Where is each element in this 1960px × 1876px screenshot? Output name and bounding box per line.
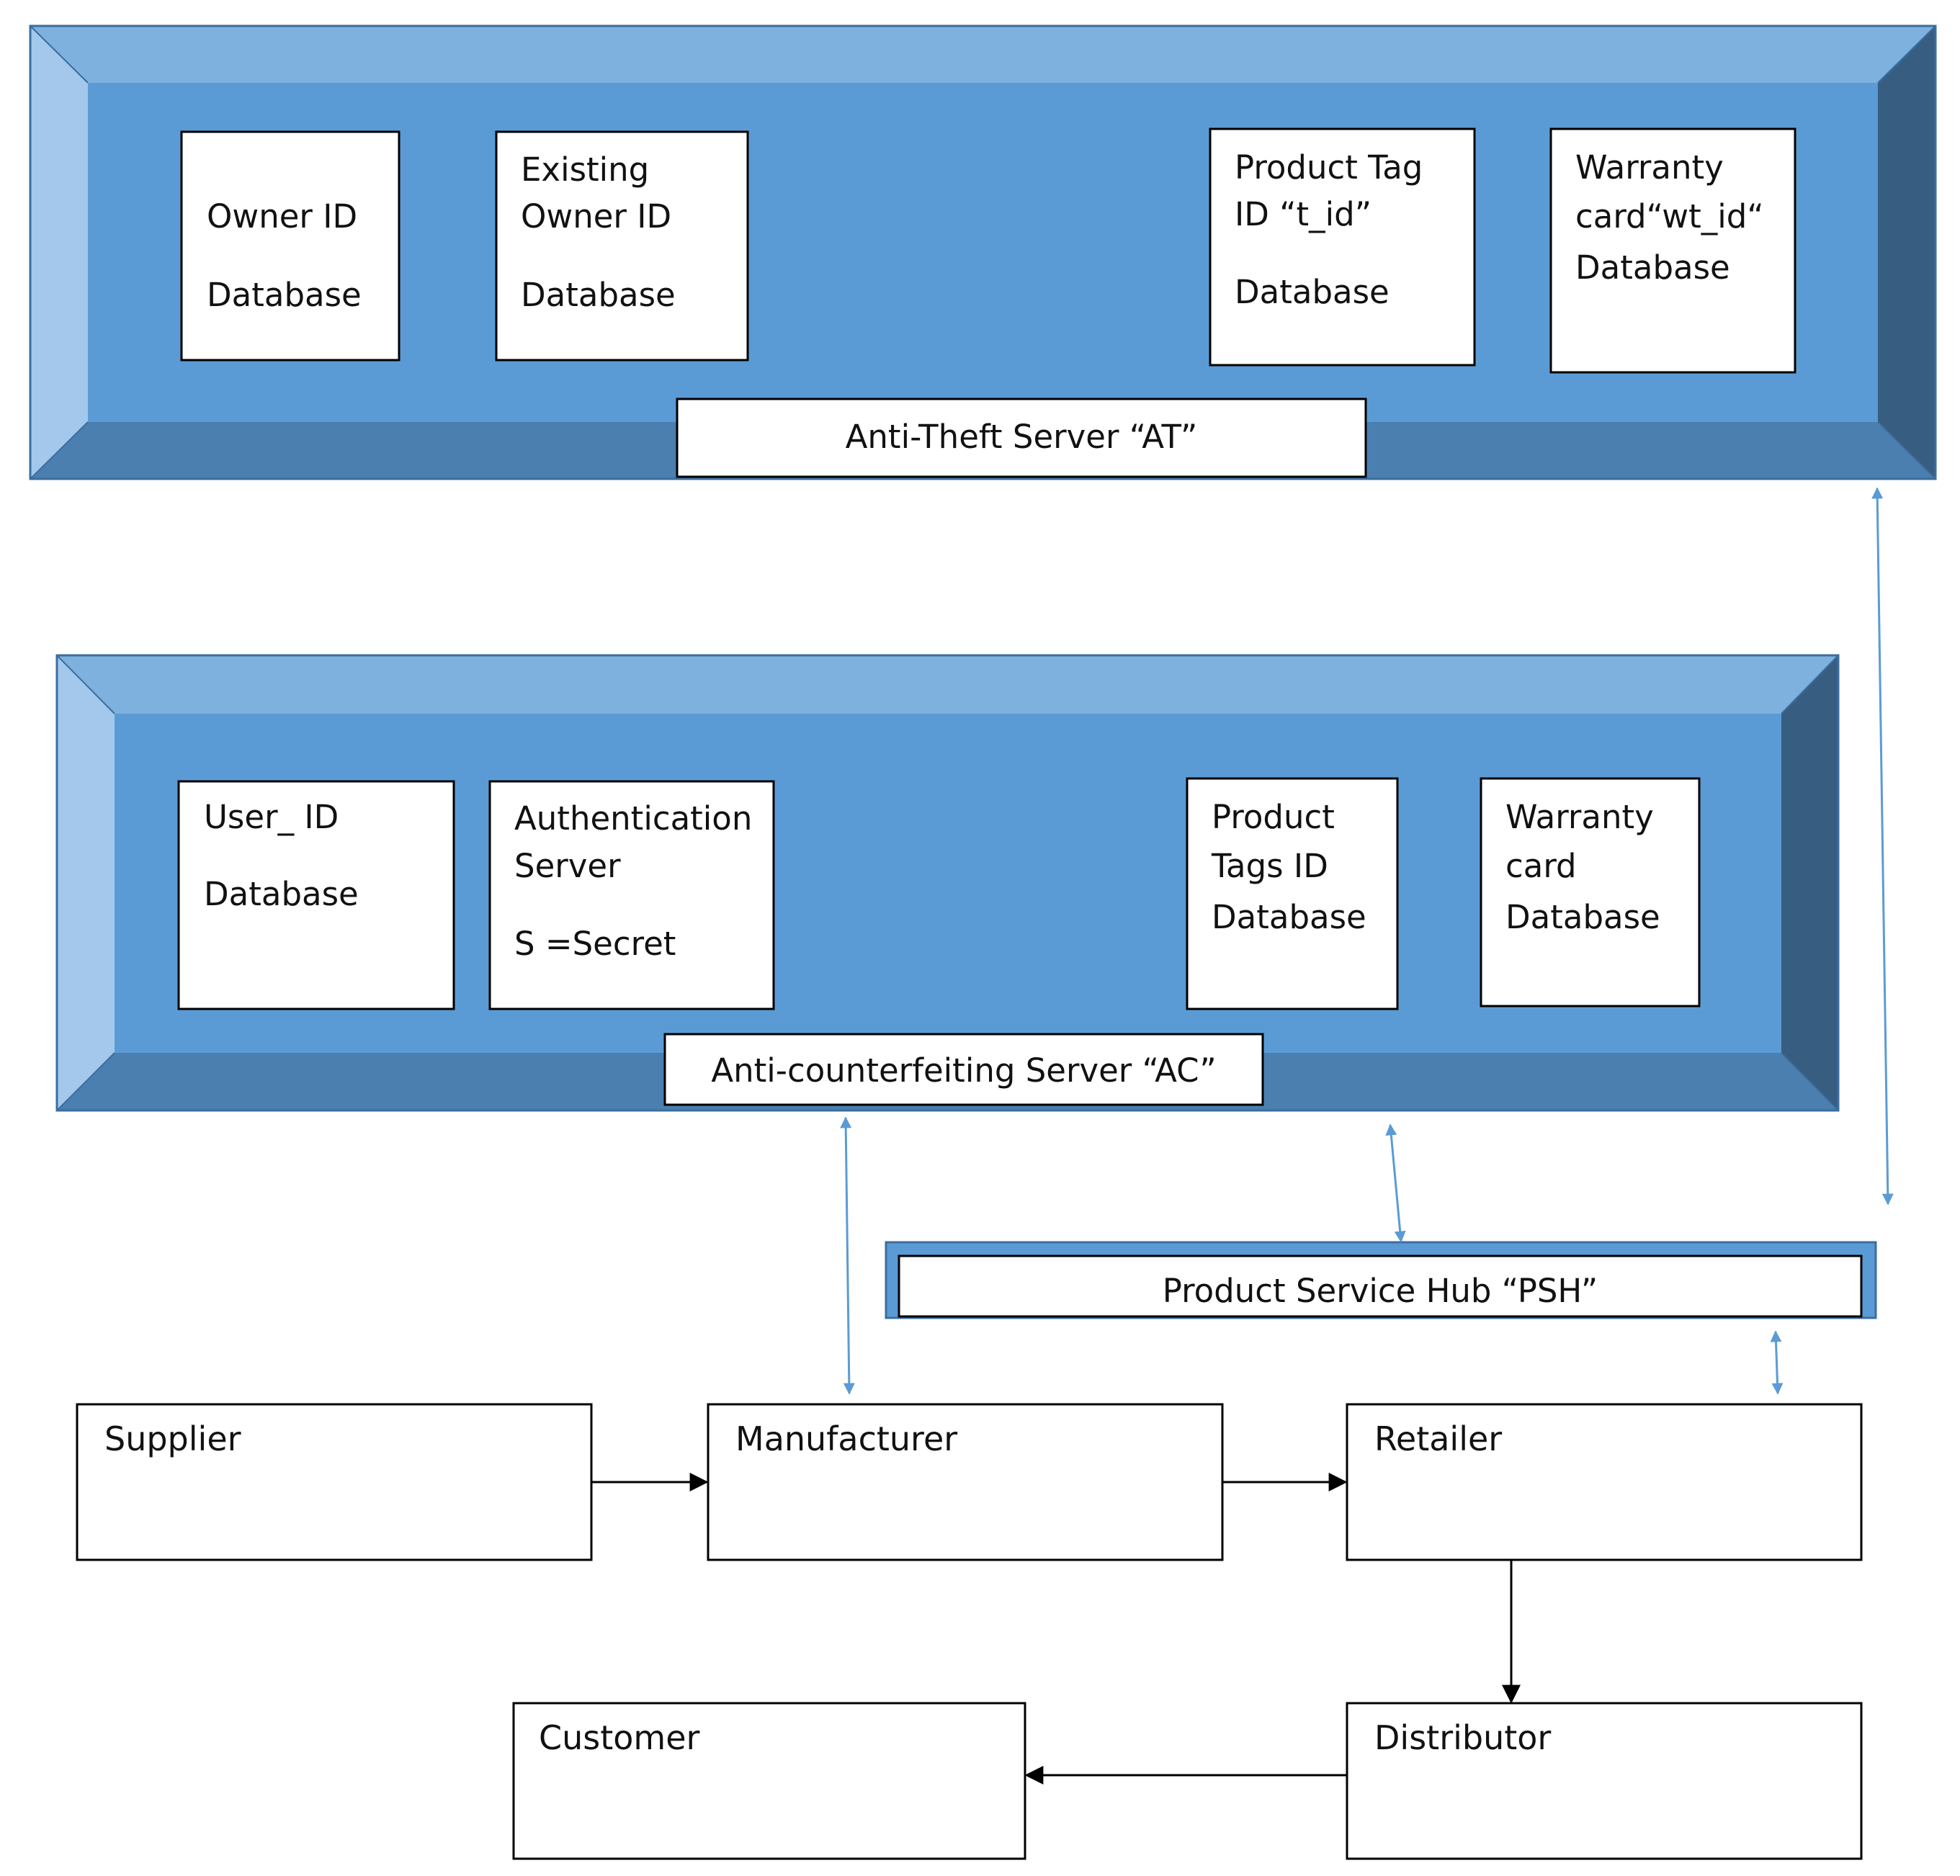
- at-panel-outline: [29, 24, 1937, 480]
- svg-text:Supplier: Supplier: [104, 1419, 241, 1458]
- at-owner-id-database: Owner ID Database: [180, 130, 400, 362]
- svg-text:Customer: Customer: [539, 1718, 700, 1757]
- svg-text:card“wt_id“: card“wt_id“: [1575, 197, 1764, 235]
- ac-warranty-card-database: Warranty card Database: [1480, 777, 1701, 1007]
- at-to-psh-connector: [1871, 487, 1894, 1206]
- at-server-label: Anti-Theft Server “AT”: [676, 398, 1367, 478]
- at-bevel-top: [30, 26, 1936, 83]
- svg-text:Authentication: Authentication: [514, 799, 752, 838]
- svg-text:Existing: Existing: [521, 151, 649, 189]
- supply-chain-flow: [591, 1473, 1521, 1785]
- svg-text:S =Secret: S =Secret: [514, 925, 676, 963]
- svg-text:Database: Database: [207, 276, 362, 314]
- supplier-node: Supplier: [76, 1403, 593, 1561]
- svg-text:ID “t_id”: ID “t_id”: [1235, 195, 1371, 233]
- psh-label-box: [898, 1255, 1863, 1318]
- ac-panel-outline: [55, 654, 1840, 1112]
- svg-text:Warranty: Warranty: [1575, 148, 1724, 187]
- svg-text:card: card: [1505, 847, 1577, 885]
- ac-bevel-right: [1781, 655, 1838, 1110]
- ac-to-manufacturer-connector: [840, 1116, 855, 1395]
- svg-text:Database: Database: [521, 276, 676, 314]
- svg-text:Distributor: Distributor: [1374, 1718, 1551, 1757]
- svg-text:Database: Database: [1212, 898, 1366, 936]
- svg-text:Database: Database: [1575, 248, 1730, 287]
- svg-text:Database: Database: [1235, 273, 1390, 311]
- retailer-node: Retailer: [1346, 1403, 1863, 1561]
- at-product-tag-id-database: Product Tag ID “t_id” Database: [1209, 127, 1476, 367]
- svg-text:Anti-counterfeiting Server “AC: Anti-counterfeiting Server “AC”: [711, 1051, 1216, 1090]
- ac-server-label: Anti-counterfeiting Server “AC”: [663, 1033, 1264, 1106]
- svg-text:Manufacturer: Manufacturer: [735, 1419, 957, 1458]
- svg-text:Server: Server: [514, 847, 621, 885]
- svg-text:Product Tag: Product Tag: [1235, 148, 1423, 187]
- at-server-panel: Owner ID Database Existing Owner ID Data…: [29, 24, 1937, 480]
- product-service-hub: Product Service Hub “PSH”: [885, 1241, 1877, 1319]
- at-warranty-card-database: Warranty card“wt_id“ Database: [1549, 127, 1796, 374]
- ac-user-id-database: User_ ID Database: [177, 780, 455, 1010]
- svg-text:Owner ID: Owner ID: [207, 197, 357, 235]
- ac-product-tags-id-database: Product Tags ID Database: [1186, 777, 1399, 1010]
- svg-text:Owner ID: Owner ID: [521, 197, 671, 235]
- distributor-node: Distributor: [1346, 1702, 1863, 1860]
- system-connectors: [840, 487, 1894, 1395]
- psh-to-retailer-connector: [1770, 1330, 1784, 1395]
- svg-text:Warranty: Warranty: [1505, 798, 1654, 836]
- at-existing-owner-id-database: Existing Owner ID Database: [495, 130, 749, 362]
- at-bevel-right: [1878, 26, 1936, 479]
- svg-text:Database: Database: [1505, 898, 1660, 936]
- svg-text:Retailer: Retailer: [1374, 1419, 1502, 1458]
- svg-text:User_ ID: User_ ID: [204, 798, 339, 836]
- ac-bevel-top: [57, 655, 1838, 714]
- ac-to-psh-connector: [1385, 1123, 1406, 1243]
- ac-authentication-server: Authentication Server S =Secret: [488, 780, 775, 1010]
- ac-bevel-left: [57, 655, 115, 1110]
- ac-server-panel: User_ ID Database Authentication Server …: [55, 654, 1840, 1112]
- svg-text:Database: Database: [204, 875, 359, 913]
- customer-node: Customer: [512, 1702, 1026, 1860]
- psh-label: Product Service Hub “PSH”: [1163, 1272, 1598, 1310]
- svg-text:Product: Product: [1212, 798, 1335, 836]
- supply-chain: Supplier Manufacturer Retailer Distribut…: [76, 1403, 1863, 1860]
- svg-text:Anti-Theft Server “AT”: Anti-Theft Server “AT”: [846, 418, 1198, 456]
- at-bevel-left: [30, 26, 88, 479]
- svg-text:Tags ID: Tags ID: [1211, 847, 1328, 885]
- manufacturer-node: Manufacturer: [707, 1403, 1224, 1561]
